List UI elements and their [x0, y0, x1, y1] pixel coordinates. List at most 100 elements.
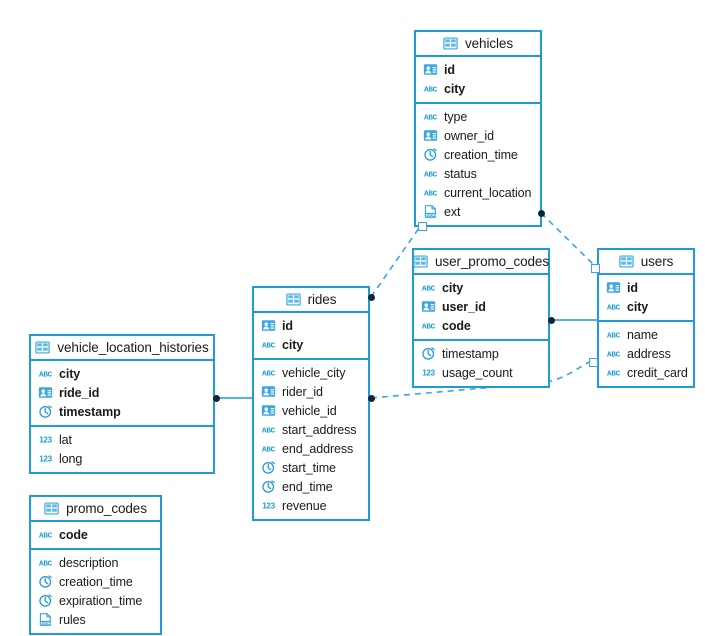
- field-name: usage_count: [442, 365, 513, 380]
- field-row[interactable]: lat: [31, 430, 213, 449]
- field-name: city: [442, 280, 464, 295]
- field-row[interactable]: id: [254, 316, 368, 335]
- entity-title: users: [640, 254, 674, 269]
- field-row[interactable]: credit_card: [599, 363, 693, 382]
- field-row[interactable]: rules: [31, 610, 160, 629]
- abc-text-icon: [423, 166, 438, 181]
- entity-header-rides[interactable]: rides: [254, 288, 368, 313]
- field-name: current_location: [444, 185, 532, 200]
- relationship-endpoint-dot: [537, 209, 545, 217]
- field-row[interactable]: city: [414, 278, 548, 297]
- field-row[interactable]: timestamp: [414, 344, 548, 363]
- field-name: lat: [59, 432, 72, 447]
- field-name: timestamp: [59, 404, 121, 419]
- clock-icon: [38, 404, 53, 419]
- entity-header-vehicle_location_histories[interactable]: vehicle_location_histories: [31, 336, 213, 361]
- field-row[interactable]: status: [416, 164, 540, 183]
- field-row[interactable]: end_time: [254, 477, 368, 496]
- id-card-icon: [261, 403, 276, 418]
- field-row[interactable]: current_location: [416, 183, 540, 202]
- abc-text-icon: [261, 337, 276, 352]
- field-row[interactable]: id: [599, 278, 693, 297]
- field-row[interactable]: usage_count: [414, 363, 548, 382]
- id-card-icon: [606, 280, 621, 295]
- field-row[interactable]: city: [31, 364, 213, 383]
- field-name: end_time: [282, 479, 333, 494]
- field-name: rules: [59, 612, 86, 627]
- field-name: ride_id: [59, 385, 100, 400]
- field-row[interactable]: code: [414, 316, 548, 335]
- field-row[interactable]: type: [416, 107, 540, 126]
- entity-header-users[interactable]: users: [599, 250, 693, 275]
- abc-text-icon: [606, 365, 621, 380]
- clock-icon: [421, 346, 436, 361]
- json-file-icon: [38, 612, 53, 627]
- abc-text-icon: [261, 441, 276, 456]
- field-row[interactable]: description: [31, 553, 160, 572]
- field-row[interactable]: creation_time: [416, 145, 540, 164]
- 123-number-icon: [38, 432, 53, 447]
- field-row[interactable]: owner_id: [416, 126, 540, 145]
- field-name: end_address: [282, 441, 354, 456]
- field-name: city: [444, 81, 466, 96]
- id-card-icon: [423, 62, 438, 77]
- relationship-endpoint-square: [418, 222, 427, 231]
- field-name: city: [627, 299, 649, 314]
- abc-text-icon: [261, 365, 276, 380]
- field-row[interactable]: long: [31, 449, 213, 468]
- field-name: start_address: [282, 422, 357, 437]
- field-row[interactable]: vehicle_id: [254, 401, 368, 420]
- relationship-endpoint-dot: [367, 394, 375, 402]
- field-row[interactable]: start_time: [254, 458, 368, 477]
- field-row[interactable]: city: [416, 79, 540, 98]
- entity-title: vehicle_location_histories: [57, 340, 209, 355]
- field-name: code: [59, 527, 88, 542]
- field-row[interactable]: user_id: [414, 297, 548, 316]
- clock-icon: [261, 460, 276, 475]
- entity-header-user_promo_codes[interactable]: user_promo_codes: [414, 250, 549, 275]
- entity-title: user_promo_codes: [435, 254, 549, 269]
- field-row[interactable]: ext: [416, 202, 540, 221]
- field-row[interactable]: code: [31, 525, 160, 544]
- field-name: description: [59, 555, 119, 570]
- field-row[interactable]: name: [599, 325, 693, 344]
- abc-text-icon: [421, 280, 436, 295]
- entity-header-promo_codes[interactable]: promo_codes: [31, 497, 160, 522]
- abc-text-icon: [606, 327, 621, 342]
- field-name: vehicle_city: [282, 365, 346, 380]
- field-row[interactable]: rider_id: [254, 382, 368, 401]
- table-grid-icon: [35, 340, 50, 355]
- field-row[interactable]: timestamp: [31, 402, 213, 421]
- field-row[interactable]: start_address: [254, 420, 368, 439]
- clock-icon: [38, 593, 53, 608]
- field-row[interactable]: end_address: [254, 439, 368, 458]
- field-name: timestamp: [442, 346, 499, 361]
- field-row[interactable]: expiration_time: [31, 591, 160, 610]
- field-row[interactable]: id: [416, 60, 540, 79]
- field-row[interactable]: city: [599, 297, 693, 316]
- field-row[interactable]: vehicle_city: [254, 363, 368, 382]
- id-card-icon: [423, 128, 438, 143]
- clock-icon: [423, 147, 438, 162]
- field-row[interactable]: creation_time: [31, 572, 160, 591]
- abc-text-icon: [261, 422, 276, 437]
- field-row[interactable]: city: [254, 335, 368, 354]
- primary-key-group: city ride_id timestamp: [31, 361, 213, 427]
- entity-header-vehicles[interactable]: vehicles: [416, 32, 540, 57]
- table-grid-icon: [443, 36, 458, 51]
- field-name: start_time: [282, 460, 336, 475]
- field-name: creation_time: [444, 147, 518, 162]
- field-row[interactable]: ride_id: [31, 383, 213, 402]
- field-row[interactable]: revenue: [254, 496, 368, 515]
- field-row[interactable]: address: [599, 344, 693, 363]
